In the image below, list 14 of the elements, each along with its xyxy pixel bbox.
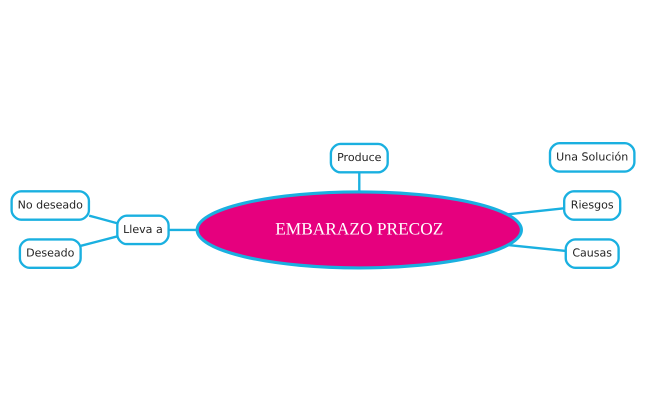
node-box: Lleva a — [116, 214, 170, 246]
node-box: No deseado — [10, 190, 90, 221]
connector — [88, 214, 118, 224]
connector — [80, 235, 118, 247]
node-box: Una Solución — [548, 142, 636, 173]
connector — [358, 172, 360, 192]
connector — [168, 228, 197, 232]
node-ellipse: EMBARAZO PRECOZ — [196, 190, 523, 270]
connector — [507, 207, 564, 216]
node-box: Riesgos — [563, 190, 622, 221]
connector — [508, 244, 566, 252]
node-box: Produce — [330, 142, 389, 174]
node-box: Causas — [564, 238, 620, 269]
node-box: Deseado — [18, 238, 82, 269]
